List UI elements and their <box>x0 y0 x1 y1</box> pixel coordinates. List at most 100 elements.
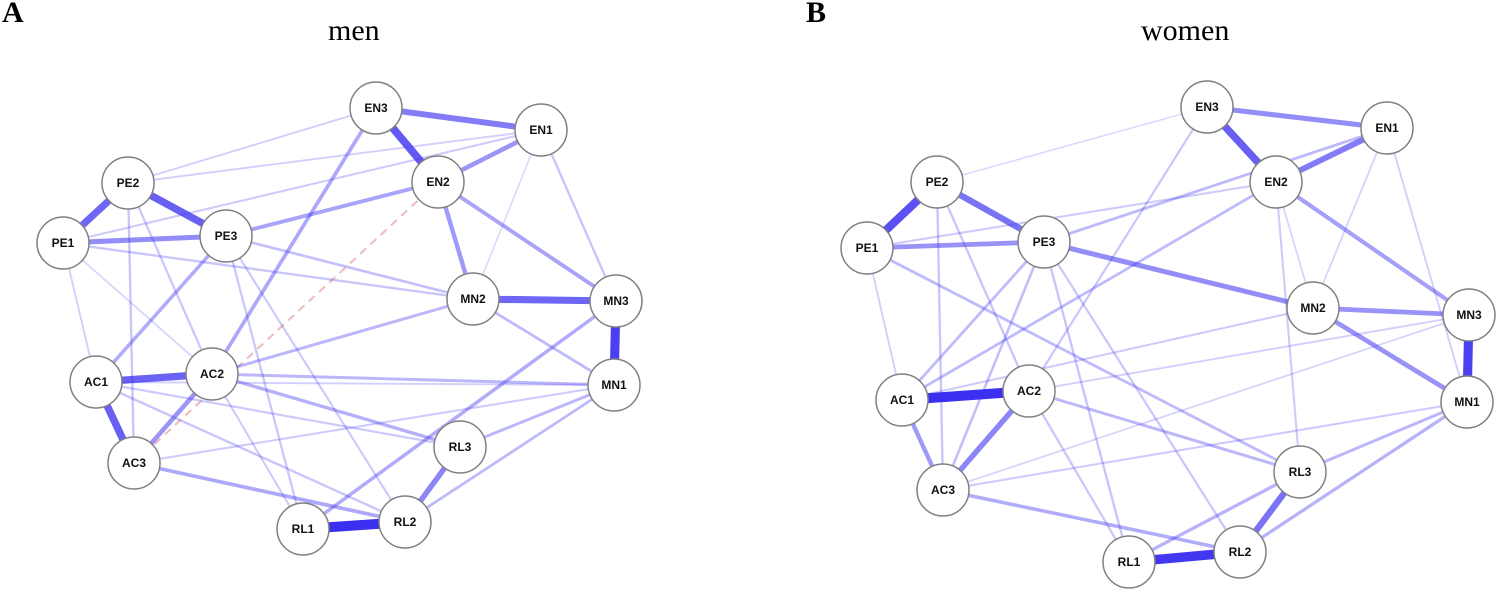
node-circle <box>1180 80 1234 134</box>
node-mn1: MN1 <box>1440 375 1494 429</box>
node-en2: EN2 <box>1249 155 1303 209</box>
node-ac1: AC1 <box>69 355 123 409</box>
node-label: MN3 <box>1456 308 1482 322</box>
node-label: PE3 <box>1033 235 1056 249</box>
edge-pe3-en1 <box>1043 126 1388 244</box>
edge-pe2-ac3 <box>935 181 945 491</box>
edge-ac2-mn3 <box>1028 314 1470 392</box>
edge-rl2-mn1 <box>404 383 615 524</box>
node-label: RL3 <box>1289 465 1312 479</box>
node-pe3: PE3 <box>199 209 253 263</box>
edge-en3-en1 <box>375 105 542 133</box>
node-label: RL1 <box>1118 555 1141 569</box>
node-label: PE2 <box>926 175 949 189</box>
edge-rl2-mn1 <box>1239 400 1468 554</box>
edge-ac1-mn2 <box>901 306 1314 402</box>
edge-pe1-rl3 <box>866 246 1301 474</box>
node-label: PE1 <box>52 236 75 250</box>
edge-pe1-pe3 <box>62 233 227 246</box>
edge-ac2-rl3 <box>1028 389 1301 474</box>
edge-ac3-rl2 <box>942 488 1241 554</box>
edge-pe2-ac2 <box>126 182 214 375</box>
edge-ac3-rl2 <box>133 461 406 524</box>
edge-en1-mn3 <box>539 129 618 302</box>
edge-ac3-mn1 <box>942 400 1468 492</box>
node-circle <box>411 155 465 209</box>
node-circle <box>185 347 239 401</box>
node-circle <box>910 155 964 209</box>
edge-ac3-mn1 <box>133 383 615 465</box>
node-circle <box>199 209 253 263</box>
node-label: AC2 <box>200 367 224 381</box>
edge-pe2-en3 <box>127 107 377 184</box>
node-label: EN2 <box>426 175 450 189</box>
node-ac1: AC1 <box>875 373 929 427</box>
edge-pe2-en1 <box>127 129 542 184</box>
edge-pe3-mn2 <box>1043 239 1314 311</box>
node-label: MN1 <box>1454 395 1480 409</box>
node-circle <box>101 156 155 210</box>
node-rl1: RL1 <box>276 502 330 556</box>
node-label: AC2 <box>1017 384 1041 398</box>
node-en1: EN1 <box>1360 101 1414 155</box>
edge-pe3-ac3 <box>941 241 1046 491</box>
node-circle <box>1440 375 1494 429</box>
edge-ac3-mn3 <box>942 314 1470 491</box>
node-ac2: AC2 <box>1002 364 1056 418</box>
edge-pe3-rl2 <box>1043 241 1241 553</box>
edge-pe3-rl2 <box>225 235 406 523</box>
node-rl1: RL1 <box>1102 535 1156 589</box>
node-label: AC3 <box>931 483 955 497</box>
edge-mn2-mn1 <box>1311 305 1469 405</box>
edge-pe1-pe3 <box>866 239 1045 251</box>
node-circle <box>1017 215 1071 269</box>
node-ac2: AC2 <box>185 347 239 401</box>
edge-pe2-ac2 <box>935 181 1031 392</box>
node-en3: EN3 <box>1180 80 1234 134</box>
node-circle <box>107 436 161 490</box>
edge-pe2-ac3 <box>126 182 136 464</box>
node-circle <box>1249 155 1303 209</box>
node-circle <box>1002 364 1056 418</box>
node-mn1: MN1 <box>587 358 641 412</box>
edge-pe3-rl1 <box>1042 241 1131 563</box>
node-circle <box>36 216 90 270</box>
node-circle <box>1213 525 1267 579</box>
edge-pe3-rl1 <box>224 235 305 530</box>
node-label: EN3 <box>364 101 388 115</box>
edge-en2-mn3 <box>436 180 618 303</box>
node-pe1: PE1 <box>36 216 90 270</box>
node-circle <box>378 495 432 549</box>
edge-ac2-rl1 <box>211 373 304 530</box>
node-circle <box>589 274 643 328</box>
edge-en3-en1 <box>1206 104 1388 131</box>
node-pe3: PE3 <box>1017 215 1071 269</box>
node-en2: EN2 <box>411 155 465 209</box>
edge-en1-mn2 <box>1312 127 1388 309</box>
edge-mn3-rl1 <box>301 299 618 531</box>
node-en3: EN3 <box>349 81 403 135</box>
edge-rl1-rl3 <box>1128 470 1301 564</box>
node-circle <box>433 420 487 474</box>
node-circle <box>1286 281 1340 335</box>
node-label: MN2 <box>460 292 486 306</box>
edge-en2-mn3 <box>1274 180 1471 317</box>
node-label: RL1 <box>292 522 315 536</box>
panel-b-letter: B <box>806 0 827 29</box>
node-label: MN3 <box>603 294 629 308</box>
node-circle <box>916 463 970 517</box>
edge-en2-rl3 <box>1274 181 1302 473</box>
edge-en3-ac2 <box>210 107 378 375</box>
node-mn2: MN2 <box>1286 281 1340 335</box>
node-circle <box>1360 101 1414 155</box>
node-ac3: AC3 <box>916 463 970 517</box>
edge-pe2-en3 <box>936 106 1208 183</box>
node-label: MN1 <box>601 378 627 392</box>
panel-b-title: women <box>1141 14 1230 47</box>
node-pe2: PE2 <box>910 155 964 209</box>
edge-pe3-en2 <box>225 180 439 238</box>
panel-a-title: men <box>328 14 380 47</box>
